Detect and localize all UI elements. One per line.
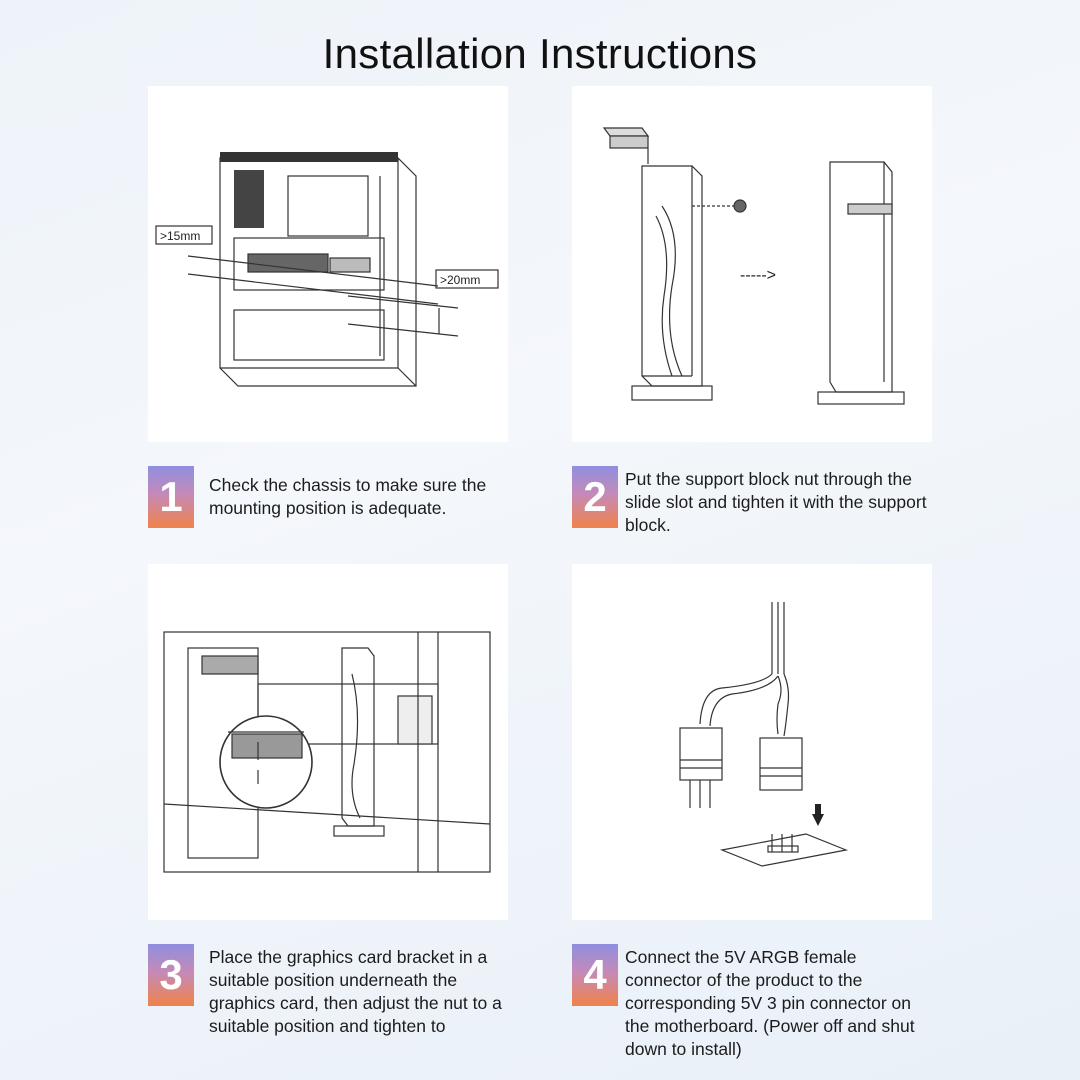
clearance-label-15mm: >15mm — [160, 229, 200, 243]
step-2-illustration: -----> — [572, 86, 932, 442]
step-4-illustration — [572, 564, 932, 920]
step-2-text: Put the support block nut through the sl… — [625, 469, 927, 535]
step-3-text: Place the graphics card bracket in a sui… — [209, 947, 502, 1036]
step-2-badge: 2 — [572, 466, 618, 528]
step-4-text: Connect the 5V ARGB female connector of … — [625, 947, 915, 1059]
direction-arrow-label: -----> — [740, 267, 776, 284]
clearance-label-20mm: >20mm — [440, 273, 480, 287]
step-3-illustration — [148, 564, 508, 920]
bracket-assembly-diagram: -----> — [602, 127, 905, 405]
step-1-text: Check the chassis to make sure the mount… — [209, 475, 487, 518]
step-3-badge: 3 — [148, 944, 194, 1006]
page-title: Installation Instructions — [322, 30, 758, 77]
chassis-diagram: >15mm >20mm — [155, 152, 499, 387]
argb-connector-diagram — [679, 602, 849, 867]
step-1-badge: 1 — [148, 466, 194, 528]
step-4-badge: 4 — [572, 944, 618, 1006]
installed-bracket-diagram — [163, 631, 491, 873]
step-1-illustration: >15mm >20mm — [148, 86, 508, 442]
